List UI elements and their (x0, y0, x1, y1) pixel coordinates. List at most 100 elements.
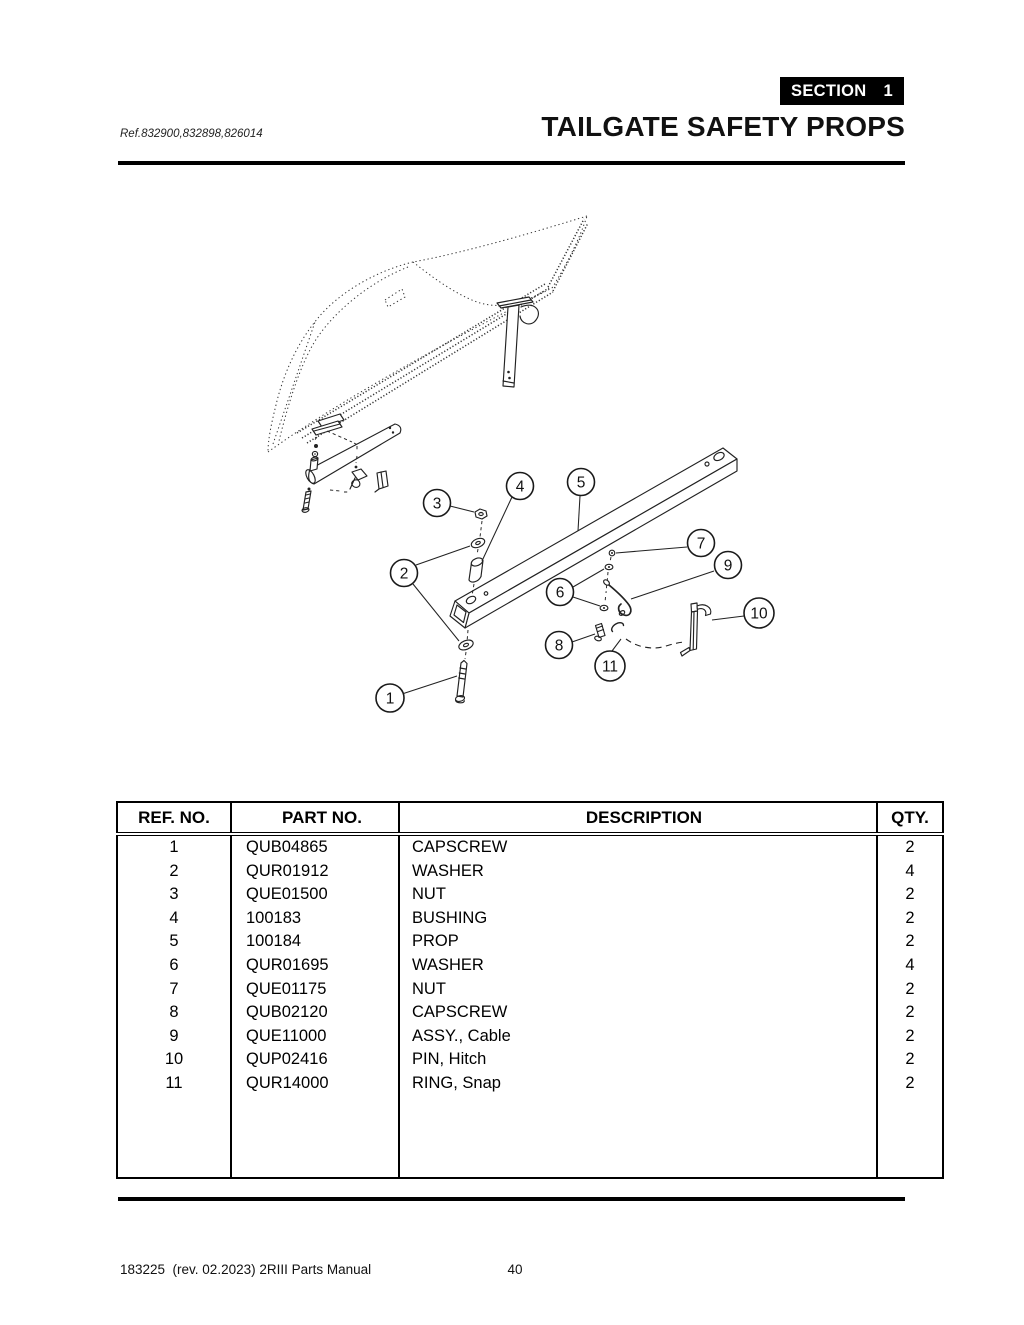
cell-desc: CAPSCREW (398, 1001, 877, 1025)
cell-ref: 6 (169, 955, 179, 974)
cell-part: QUE11000 (230, 1024, 399, 1049)
cell-desc: ASSY., Cable (398, 1024, 877, 1049)
callout-2: 2 (391, 546, 471, 641)
cell-ref: 2 (169, 861, 179, 880)
header-part-no: PART NO. (230, 802, 399, 836)
svg-text:11: 11 (602, 658, 618, 675)
svg-text:6: 6 (556, 584, 565, 601)
cell-part: QUB02120 (230, 1001, 399, 1025)
cell-part: QUR01695 (230, 953, 399, 978)
cell-part: 100183 (230, 906, 399, 931)
cell-part: QUR01912 (230, 859, 399, 884)
cell-qty: 2 (876, 1001, 943, 1025)
callout-4: 4 (482, 473, 534, 562)
cell-qty: 2 (876, 1071, 943, 1096)
footer-document-info: 183225 (rev. 02.2023) 2RIII Parts Manual (120, 1262, 372, 1277)
cell-qty: 2 (876, 1048, 943, 1072)
svg-text:8: 8 (555, 637, 564, 654)
callout-11: 11 (595, 639, 625, 681)
svg-text:3: 3 (433, 495, 442, 512)
callout-3: 3 (424, 490, 475, 517)
cell-qty: 2 (876, 977, 943, 1002)
cell-desc: PIN, Hitch (398, 1048, 877, 1072)
cell-qty: 4 (876, 953, 943, 978)
cell-desc: NUT (398, 977, 877, 1002)
cell-part: 100184 (230, 930, 399, 954)
svg-text:10: 10 (750, 605, 768, 622)
callout-10: 10 (712, 598, 774, 628)
cell-empty (876, 1095, 943, 1178)
installed-prop (497, 297, 538, 387)
cell-desc: PROP (398, 930, 877, 954)
cell-part: QUB04865 (230, 834, 399, 860)
cell-desc: WASHER (398, 859, 877, 884)
fastener-stack-right (594, 550, 615, 641)
cell-part: QUE01175 (230, 977, 399, 1002)
cable-assembly (603, 579, 631, 617)
svg-text:9: 9 (724, 557, 733, 574)
cell-qty: 2 (876, 883, 943, 907)
cell-ref: 8 (169, 1003, 179, 1022)
cell-empty (230, 1095, 399, 1178)
callout-1: 1 (376, 676, 457, 712)
table-filler-row (117, 1095, 943, 1178)
svg-text:2: 2 (400, 565, 409, 582)
svg-text:5: 5 (577, 474, 586, 491)
cell-empty (398, 1095, 877, 1178)
cell-ref: 7 (169, 979, 179, 998)
header-description: DESCRIPTION (398, 802, 877, 836)
cell-ref: 5 (169, 932, 179, 951)
snap-ring (612, 623, 624, 632)
cell-ref: 10 (164, 1050, 184, 1069)
stowed-prop-assembly (302, 414, 401, 513)
cell-qty: 4 (876, 859, 943, 884)
cell-ref: 1 (169, 838, 179, 856)
section-word: SECTION (791, 81, 867, 100)
cell-desc: BUSHING (398, 906, 877, 931)
svg-text:1: 1 (386, 690, 395, 707)
footer-rule (118, 1197, 905, 1201)
callouts-layer: 1 2 3 4 5 6 7 8 9 10 11 (376, 469, 774, 713)
callout-5: 5 (568, 469, 595, 532)
cell-desc: WASHER (398, 953, 877, 978)
footer-page-number: 40 (507, 1262, 523, 1277)
hitch-pin (626, 603, 711, 656)
fastener-stack-left (455, 509, 487, 703)
cell-qty: 2 (876, 930, 943, 954)
header-qty: QTY. (876, 802, 943, 836)
callout-7: 7 (616, 530, 715, 557)
svg-text:7: 7 (697, 535, 706, 552)
prop-bar (450, 448, 737, 628)
cell-ref: 9 (169, 1026, 179, 1045)
section-badge: SECTION 1 (780, 77, 904, 105)
cell-qty: 2 (876, 1024, 943, 1049)
callout-9: 9 (631, 552, 742, 600)
ref-note: Ref.832900,832898,826014 (120, 128, 263, 140)
cell-part: QUP02416 (230, 1048, 399, 1072)
svg-text:4: 4 (516, 478, 525, 495)
header-rule (118, 161, 905, 165)
cell-desc: RING, Snap (398, 1071, 877, 1096)
cell-desc: CAPSCREW (398, 834, 877, 860)
parts-table-header-row: REF. NO. PART NO. DESCRIPTION QTY. (117, 802, 943, 836)
cell-empty (117, 1096, 231, 1178)
tailgate-outline (268, 216, 588, 452)
cell-part: QUE01500 (230, 883, 399, 907)
cell-ref: 11 (165, 1073, 183, 1092)
callout-6: 6 (547, 569, 605, 606)
